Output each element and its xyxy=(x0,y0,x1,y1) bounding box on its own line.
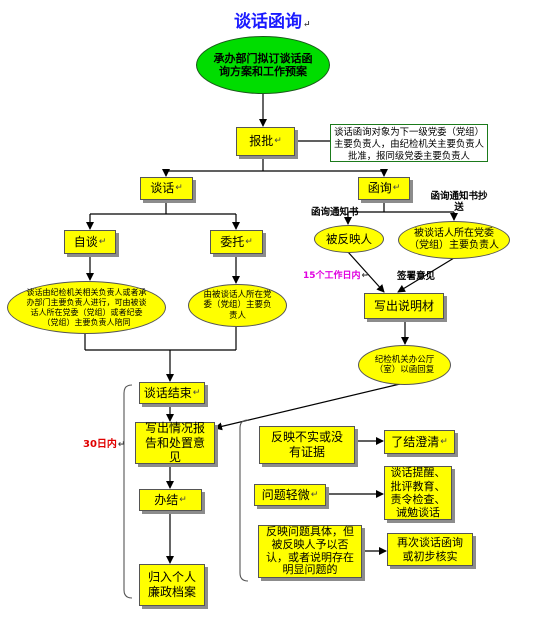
label-15-days: 15个工作日内↵ xyxy=(303,271,370,281)
label-notice-a: 函询通知书 xyxy=(311,207,359,218)
node-case3: 反映问题具体，但被反映人予以否认，或者说明存在明显问题的 xyxy=(258,525,362,578)
node-approve-note: 谈话函询对象为下一级党委（党组）主要负责人，由纪检机关主要负责人批准，报同级党委… xyxy=(330,124,488,162)
node-reflected: 被反映人 xyxy=(314,225,384,253)
node-delegate-desc: 由被谈话人所在党委（党组）主要负责人 xyxy=(188,284,287,327)
node-report: 写出情况报告和处置意见 xyxy=(135,421,215,464)
node-delegate: 委托↵ xyxy=(210,230,263,254)
node-start: 承办部门拟订谈话函询方案和工作预案 xyxy=(196,36,330,94)
node-out2: 谈话提醒、批评教育、责令检查、诫勉谈话 xyxy=(384,466,452,520)
node-talk-end: 谈话结束↵ xyxy=(139,382,205,404)
label-sign: 签署意见 xyxy=(397,271,436,282)
edge-party-write xyxy=(397,257,455,293)
label-30-days: 30日内↵ xyxy=(83,439,126,450)
node-approve: 报批↵ xyxy=(236,127,295,156)
node-write-explain: 写出说明材 xyxy=(364,293,444,319)
node-out3: 再次谈话函询或初步核实 xyxy=(387,533,473,566)
node-self-talk: 自谈↵ xyxy=(64,230,116,254)
node-self-talk-desc: 谈话由纪检机关相关负责人或者承办部门主要负责人进行，可由被谈话人所在党委（党组）… xyxy=(7,281,166,334)
node-finish: 办结↵ xyxy=(139,489,202,511)
node-case1: 反映不实或没有证据 xyxy=(259,426,355,464)
node-archive: 归入个人廉政档案 xyxy=(139,564,205,606)
label-notice-b: 函询通知书抄送 xyxy=(430,191,488,214)
node-party-head: 被谈话人所在党委（党组）主要负责人 xyxy=(398,221,510,259)
node-letter: 函询↵ xyxy=(358,177,410,200)
edge-reflected-write xyxy=(347,251,385,293)
node-talk: 谈话↵ xyxy=(140,177,193,200)
bracket-30days xyxy=(123,384,133,599)
node-out1: 了结澄清↵ xyxy=(384,430,455,454)
node-office-return: 纪检机关办公厅（室）以函回复 xyxy=(358,345,451,385)
page-title: 谈话函询↵ xyxy=(234,12,311,32)
bracket-cases xyxy=(239,419,249,582)
node-case2: 问题轻微↵ xyxy=(254,484,326,506)
